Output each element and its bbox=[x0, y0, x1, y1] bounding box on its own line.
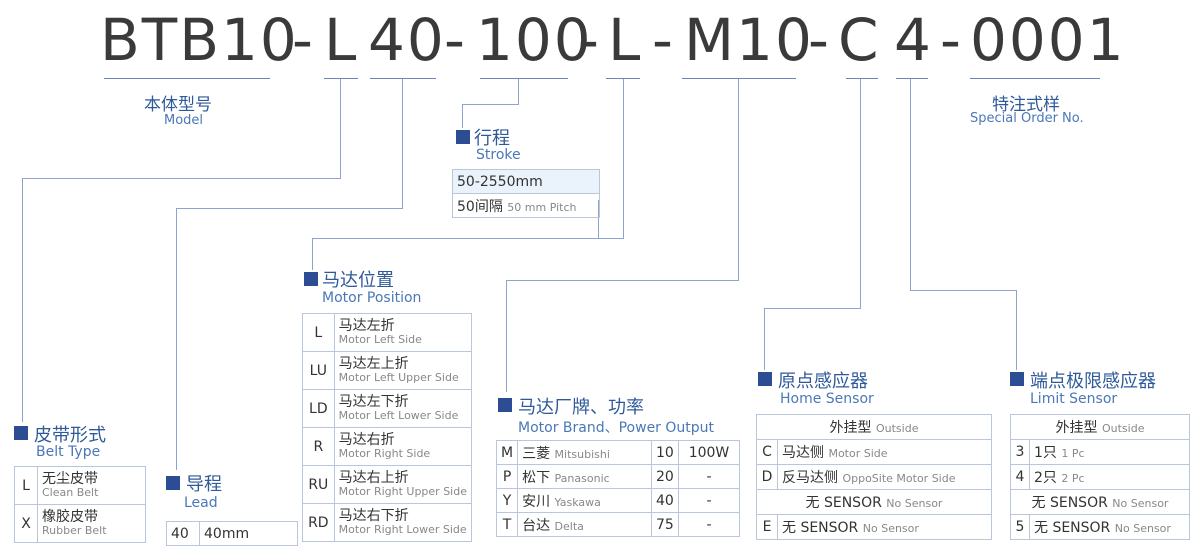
motor-position-title-en: Motor Position bbox=[322, 290, 422, 306]
code-motor-position: L bbox=[608, 6, 643, 74]
stroke-title-en: Stroke bbox=[476, 147, 521, 163]
motor-brand-title-en: Motor Brand、Power Output bbox=[518, 420, 715, 436]
code-dash: - bbox=[808, 6, 831, 74]
model-label-en: Model bbox=[164, 113, 204, 128]
stroke-pitch-cn: 50间隔 bbox=[457, 198, 503, 215]
section-marker-icon bbox=[498, 398, 512, 412]
underline bbox=[896, 78, 928, 79]
table-row: 外挂型 Outside bbox=[756, 414, 992, 440]
underline bbox=[370, 78, 436, 79]
code-motor: M10 bbox=[684, 6, 814, 74]
stroke-title-cn: 行程 bbox=[474, 128, 510, 149]
limit-sensor-title-cn: 端点极限感应器 bbox=[1030, 371, 1156, 392]
lead-title-en: Lead bbox=[184, 495, 218, 511]
section-marker-icon bbox=[14, 426, 28, 440]
motor-position-title-cn: 马达位置 bbox=[322, 270, 394, 291]
code-lead: 40 bbox=[368, 6, 446, 74]
code-dash: - bbox=[444, 6, 467, 74]
section-marker-icon bbox=[166, 476, 180, 490]
lead-title-cn: 导程 bbox=[186, 474, 222, 495]
underline bbox=[606, 78, 640, 79]
underline bbox=[970, 78, 1100, 79]
section-marker-icon bbox=[1010, 372, 1024, 386]
underline bbox=[104, 78, 270, 79]
code-special: 0001 bbox=[970, 6, 1126, 74]
special-label-en: Special Order No. bbox=[970, 111, 1084, 126]
code-dash: - bbox=[940, 6, 963, 74]
code-belt: L bbox=[324, 6, 359, 74]
code-home-sensor: C bbox=[838, 6, 881, 74]
section-marker-icon bbox=[456, 130, 470, 144]
code-dash: - bbox=[578, 6, 601, 74]
table-row: 无 SENSOR No Sensor bbox=[1010, 489, 1190, 515]
limit-sensor-title-en: Limit Sensor bbox=[1030, 391, 1118, 407]
code-stroke: 100 bbox=[476, 6, 593, 74]
model-label-cn: 本体型号 bbox=[144, 95, 212, 115]
belt-title-cn: 皮带形式 bbox=[34, 425, 106, 446]
code-model: BTB10 bbox=[100, 6, 299, 74]
table-row: 外挂型 Outside bbox=[1010, 414, 1190, 440]
underline bbox=[324, 78, 358, 79]
underline bbox=[682, 78, 796, 79]
table-row: 无 SENSOR No Sensor bbox=[756, 489, 992, 515]
section-marker-icon bbox=[758, 372, 772, 386]
stroke-range: 50-2550mm bbox=[452, 169, 600, 194]
underline bbox=[480, 78, 568, 79]
code-dash: - bbox=[652, 6, 675, 74]
special-label-cn: 特注式样 bbox=[992, 95, 1060, 115]
code-dash: - bbox=[292, 6, 315, 74]
section-marker-icon bbox=[304, 272, 318, 286]
motor-brand-title-cn: 马达厂牌、功率 bbox=[518, 397, 644, 418]
stroke-pitch-en: 50 mm Pitch bbox=[507, 200, 577, 214]
stroke-table: 50-2550mm 50间隔 50 mm Pitch bbox=[452, 169, 600, 218]
code-limit-sensor: 4 bbox=[894, 6, 933, 74]
home-sensor-title-en: Home Sensor bbox=[780, 391, 874, 407]
home-sensor-title-cn: 原点感应器 bbox=[778, 371, 868, 392]
belt-title-en: Belt Type bbox=[36, 444, 101, 460]
underline bbox=[846, 78, 878, 79]
